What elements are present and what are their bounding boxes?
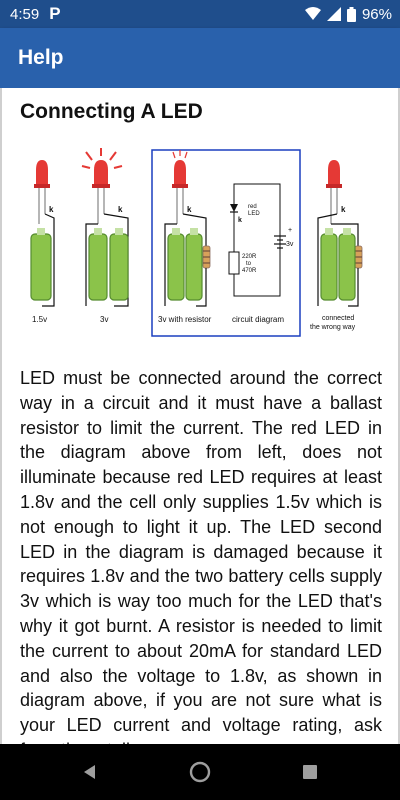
svg-text:k: k — [238, 217, 242, 224]
led-connection-diagram: k 1.5v k 3v — [30, 148, 363, 337]
navigation-bar — [0, 744, 400, 800]
label-the-wrong-way: the wrong way — [310, 324, 356, 331]
lit-led-icon — [174, 160, 186, 184]
red-led-icon — [36, 160, 48, 184]
panel-wrong-way: k connected the wrong way — [310, 160, 363, 331]
home-circle-icon — [189, 761, 211, 783]
label-circuit-diagram: circuit diagram — [232, 315, 284, 324]
app-bar: Help — [0, 28, 400, 88]
battery-cell-icon — [30, 233, 52, 301]
recents-square-icon — [303, 765, 317, 779]
label-connected: connected — [322, 315, 354, 322]
svg-text:k: k — [187, 205, 192, 214]
svg-text:470R: 470R — [242, 268, 257, 274]
article-body: LED must be connected around the correct… — [20, 368, 382, 744]
label-3v-with-resistor: 3v with resistor — [158, 315, 212, 324]
home-button[interactable] — [180, 752, 220, 792]
status-bar: 4:59 P 96% — [0, 0, 400, 28]
article-heading: Connecting A LED — [20, 100, 203, 123]
clock: 4:59 — [10, 5, 40, 23]
battery-icon — [346, 6, 356, 22]
burst-icon — [81, 148, 123, 169]
cathode-label: k — [49, 205, 54, 214]
battery-voltage-label: 3v — [286, 241, 294, 248]
svg-text:to: to — [246, 261, 252, 267]
wifi-icon — [304, 7, 321, 20]
page-title: Help — [18, 46, 64, 69]
notification-p-icon: P — [49, 4, 61, 23]
svg-text:+: + — [288, 227, 292, 234]
highlight-box — [151, 149, 301, 337]
battery-percent: 96% — [361, 5, 392, 23]
label-3v: 3v — [100, 315, 108, 324]
signal-icon — [326, 7, 341, 21]
panel-3v-resistor: k 3v with resistor — [158, 150, 212, 324]
panel-3v: k 3v — [81, 148, 129, 324]
burnt-led-icon — [94, 160, 108, 184]
help-content[interactable]: Connecting A LED k 1.5v — [0, 88, 400, 744]
panel-circuit-diagram: k red LED 220R to 470R + 3v circuit diag… — [228, 183, 294, 324]
svg-text:k: k — [118, 205, 123, 214]
svg-text:k: k — [341, 205, 346, 214]
svg-text:LED: LED — [248, 211, 260, 217]
label-1-5v: 1.5v — [32, 315, 47, 324]
recents-button[interactable] — [290, 752, 330, 792]
back-button[interactable] — [70, 752, 110, 792]
back-triangle-icon — [84, 765, 95, 779]
panel-1-5v: k 1.5v — [30, 160, 55, 324]
led-wrong-way-icon — [328, 160, 340, 184]
status-icons: 96% — [304, 5, 392, 23]
red-led-label: red — [248, 204, 257, 210]
resistor-value-label: 220R — [242, 254, 257, 260]
